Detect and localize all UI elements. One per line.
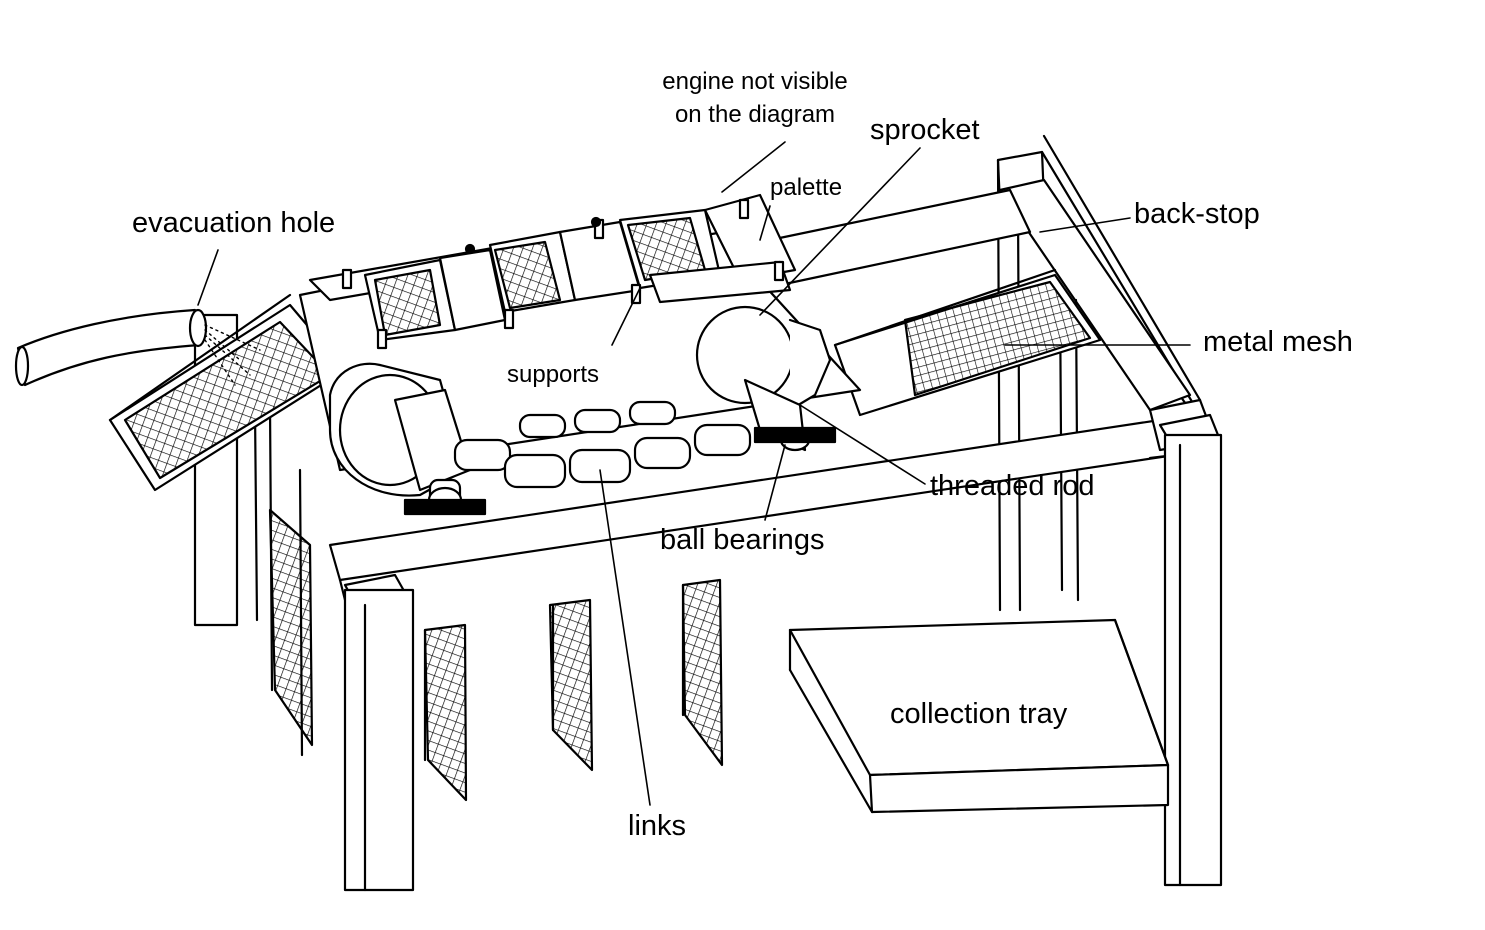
front-left-leg (343, 573, 415, 892)
supports-label: supports (507, 361, 600, 388)
right-sprocket (695, 305, 832, 452)
bearing-blocks (403, 426, 837, 516)
water-spray (204, 324, 261, 386)
hanging-meshes (268, 468, 724, 802)
engine-note-line-1: engine not visible (662, 68, 848, 95)
sprocket-label: sprocket (870, 114, 980, 146)
collection-tray-label: collection tray (890, 698, 1068, 730)
leader-lines (197, 141, 1191, 806)
front-right-leg (1158, 413, 1223, 887)
palette-label: palette (770, 174, 843, 201)
metal-mesh-label: metal mesh (1203, 326, 1353, 358)
back-stop-label: back-stop (1134, 198, 1260, 230)
threaded-rod-label: threaded rod (930, 470, 1095, 502)
collection-tray-shape (788, 618, 1170, 814)
support-pegs (341, 198, 785, 350)
links-label: links (628, 810, 687, 842)
palettes (363, 193, 797, 342)
evacuation-pipe (14, 308, 208, 387)
ball-bearings-label: ball bearings (660, 524, 825, 556)
chain-links (453, 400, 752, 489)
back-rail (768, 188, 1032, 287)
engine-note-line-2: on the diagram (674, 101, 836, 128)
evacuation-hole-label: evacuation hole (132, 207, 336, 239)
